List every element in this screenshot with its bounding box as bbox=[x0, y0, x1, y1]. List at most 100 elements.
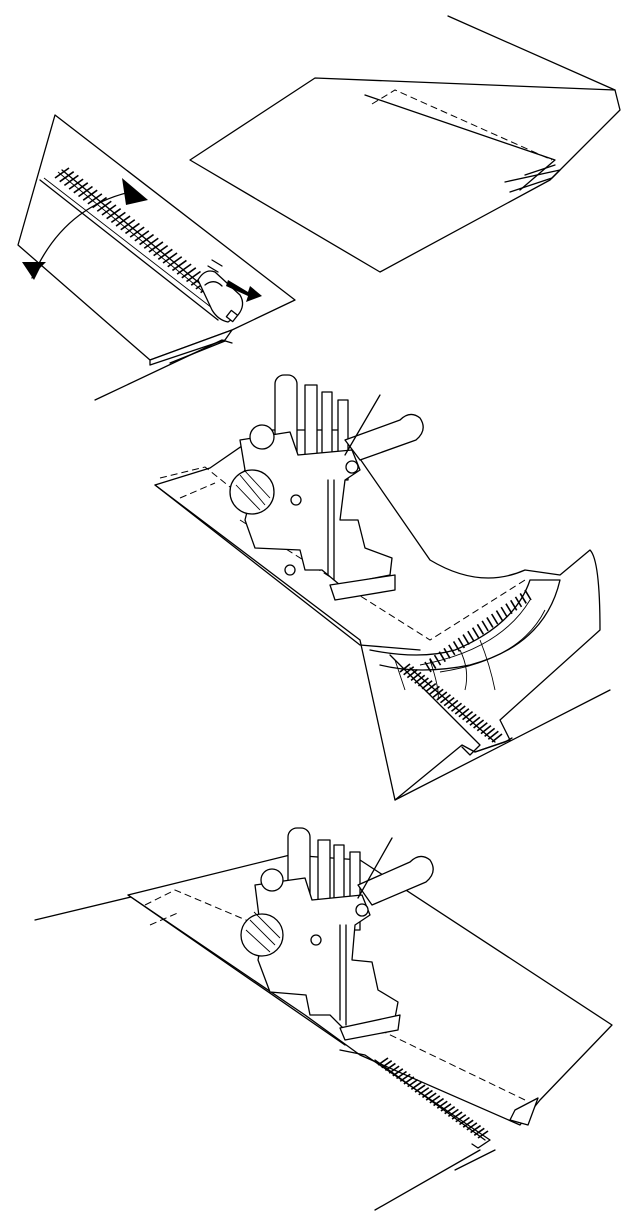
zipper-teeth-first-side bbox=[399, 589, 532, 743]
zipper-tooth bbox=[134, 230, 150, 242]
zipper-tooth bbox=[477, 1130, 489, 1139]
zipper-tooth bbox=[439, 694, 451, 704]
zipper-tooth bbox=[447, 1108, 459, 1118]
zipper-tooth bbox=[440, 1103, 452, 1112]
threads bbox=[394, 639, 496, 701]
zipper-slider bbox=[197, 270, 244, 323]
zipper-teeth-second-side bbox=[377, 1057, 489, 1139]
zipper-tooth bbox=[167, 256, 183, 268]
zipper-tooth bbox=[417, 677, 429, 687]
zipper-tooth bbox=[481, 620, 489, 632]
zipper-tooth bbox=[462, 1119, 474, 1128]
zipper-tooth bbox=[392, 1068, 404, 1077]
zipper-tooth bbox=[458, 708, 470, 718]
zipper-tooth bbox=[448, 644, 456, 656]
zipper-tooth bbox=[476, 623, 485, 635]
zipper-tooth bbox=[447, 699, 459, 710]
zipper-tooth bbox=[443, 696, 455, 707]
zipper-tooth bbox=[388, 1065, 400, 1074]
zipper-tooth bbox=[466, 1122, 478, 1131]
zipper-tooth bbox=[186, 270, 201, 283]
zipper-tooth bbox=[129, 226, 145, 238]
zipper-tooth bbox=[436, 1100, 448, 1109]
zipper-tooth bbox=[399, 1073, 411, 1082]
zipper-tooth bbox=[459, 1116, 470, 1126]
zipper-tooth bbox=[444, 1106, 456, 1115]
zipper-tooth bbox=[433, 1097, 445, 1107]
zipper-tooth bbox=[381, 1060, 393, 1069]
zipper-tooth bbox=[510, 599, 518, 611]
zipper-tooth bbox=[78, 185, 93, 198]
zipper-tooth bbox=[473, 719, 485, 729]
zipper-tooth bbox=[73, 182, 89, 194]
zipper-tooth bbox=[68, 178, 84, 190]
zipper-tooth bbox=[124, 222, 140, 235]
zipper-tooth bbox=[465, 713, 477, 724]
zipper-tooth bbox=[470, 1124, 482, 1134]
zipper-tooth bbox=[429, 1095, 441, 1104]
zipper-tooth bbox=[176, 263, 192, 275]
zipper-tooth bbox=[425, 682, 437, 693]
zipper-tooth bbox=[148, 241, 164, 253]
zipper-tooth bbox=[418, 1087, 430, 1096]
panel-stitch-first-side bbox=[154, 374, 611, 801]
zipper-tooth bbox=[410, 671, 422, 682]
fold-arrow-icon bbox=[22, 178, 148, 280]
zipper-tooth bbox=[384, 1062, 396, 1072]
zipper-tooth bbox=[87, 193, 103, 205]
zipper-tooth bbox=[143, 237, 159, 249]
zipper-tooth bbox=[120, 219, 136, 231]
zipper-tooth bbox=[480, 724, 492, 735]
zipper-tooth bbox=[438, 651, 446, 663]
zipper-tooth bbox=[462, 710, 474, 721]
zipper-tooth bbox=[403, 666, 415, 676]
zipper-tooth bbox=[462, 634, 470, 645]
zipper-tooth bbox=[110, 211, 126, 224]
zipper-tooth bbox=[407, 1078, 419, 1088]
zipper-tooth bbox=[421, 1089, 433, 1099]
zipper-tooth bbox=[454, 705, 466, 715]
zipper-tooth bbox=[82, 189, 98, 201]
zipper-tooth bbox=[377, 1057, 389, 1066]
zipper-tooth bbox=[54, 167, 70, 179]
zipper-foot-icon bbox=[229, 374, 424, 601]
zipper-tooth bbox=[153, 244, 169, 257]
zipper-tooth bbox=[484, 727, 496, 738]
zipper-tooth bbox=[399, 663, 411, 673]
zipper-tooth bbox=[63, 174, 79, 187]
zipper-tooth bbox=[429, 658, 437, 669]
zipper-tooth bbox=[181, 267, 197, 279]
zipper-tooth bbox=[452, 641, 461, 652]
zipper-tooth bbox=[101, 204, 117, 216]
zipper-teeth bbox=[39, 167, 233, 321]
zipper-tooth bbox=[471, 627, 480, 639]
zipper-tooth bbox=[491, 733, 503, 743]
zipper-tooth bbox=[171, 259, 187, 272]
zipper-tooth bbox=[115, 215, 131, 227]
panel-stitch-second-side bbox=[34, 827, 613, 1211]
slide-direction-arrow-icon bbox=[207, 259, 262, 302]
zipper-tooth bbox=[421, 680, 433, 690]
zipper-tooth bbox=[162, 252, 178, 264]
zipper-tooth bbox=[157, 248, 173, 260]
zipper-tooth bbox=[524, 589, 532, 601]
zipper-tooth bbox=[106, 208, 122, 220]
zipper-tooth bbox=[495, 610, 504, 621]
zipper-tooth bbox=[455, 1114, 467, 1123]
zipper-tooth bbox=[396, 1070, 407, 1080]
zipper-tooth bbox=[514, 596, 523, 608]
zipper-tooth bbox=[139, 233, 155, 246]
zipper-tooth bbox=[490, 613, 499, 625]
zipper-tooth bbox=[96, 200, 112, 212]
zipper-tooth bbox=[505, 603, 513, 615]
zipper-tooth bbox=[500, 606, 508, 618]
zipper-tooth bbox=[469, 716, 481, 726]
zipper-tooth bbox=[414, 674, 426, 684]
zipper-tooth bbox=[451, 702, 463, 712]
zipper-tooth bbox=[406, 668, 418, 679]
zipper-tooth bbox=[443, 647, 451, 659]
zipper-tooth bbox=[451, 1111, 463, 1120]
panel-zipper-placement bbox=[17, 15, 621, 401]
zipper-tooth bbox=[424, 661, 432, 673]
